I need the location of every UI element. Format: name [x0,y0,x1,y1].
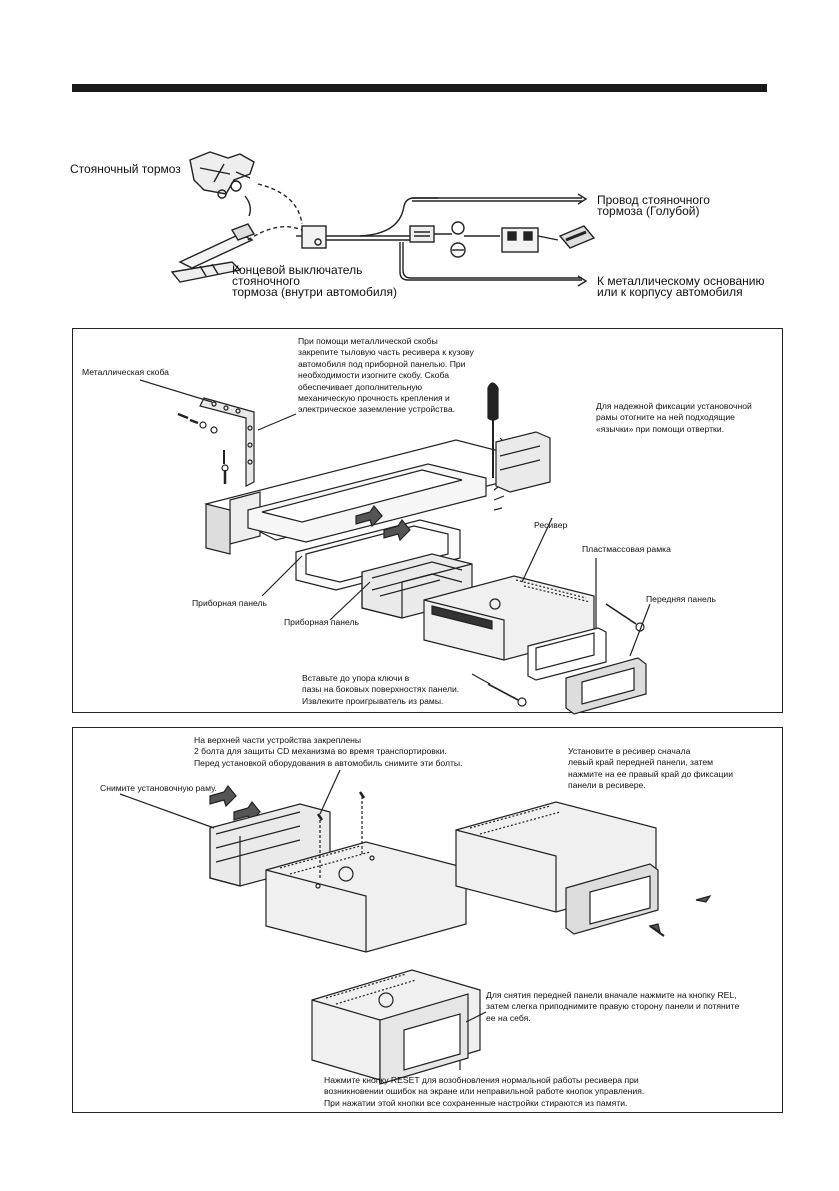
label-limit-switch: Концевой выключатель стояночного тормоза… [232,263,398,299]
note-bolts: На верхней части устройства закреплены 2… [194,735,463,768]
label-parking-brake: Стояночный тормоз [70,162,181,176]
parking-brake-wiring-diagram [170,151,596,287]
note-keys: Вставьте до упора ключи в пазы на боковы… [302,673,460,706]
mounting-diagram [139,379,651,715]
note-frame-tabs: Для надежной фиксации установочной рамы … [596,401,752,434]
note-remove-panel: Для снятия передней панели вначале нажми… [486,990,740,1023]
note-reset: Нажмите кнопку RESET для возобновления н… [324,1075,645,1108]
label-brake-wire: Провод стояночного тормоза (Голубой) [597,193,710,218]
label-receiver: Ресивер [534,520,568,530]
note-remove-frame: Снимите установочную раму. [100,783,217,793]
label-dashboard-2: Приборная панель [284,617,359,627]
header-rule [72,84,767,92]
removal-panel [72,727,783,1113]
mounting-panel [72,328,783,713]
label-dashboard-1: Приборная панель [192,598,267,608]
note-install-panel: Установите в ресивер сначала левый край … [568,746,734,791]
note-bracket: При помощи металлической скобы закрепите… [298,336,474,415]
label-front-panel: Передняя панель [646,594,716,604]
removal-diagram [119,769,712,1085]
label-plastic-frame: Пластмассовая рамка [582,544,671,554]
label-ground: К металлическому основанию или к корпусу… [597,274,765,299]
label-metal-bracket: Металлическая скоба [82,367,169,377]
